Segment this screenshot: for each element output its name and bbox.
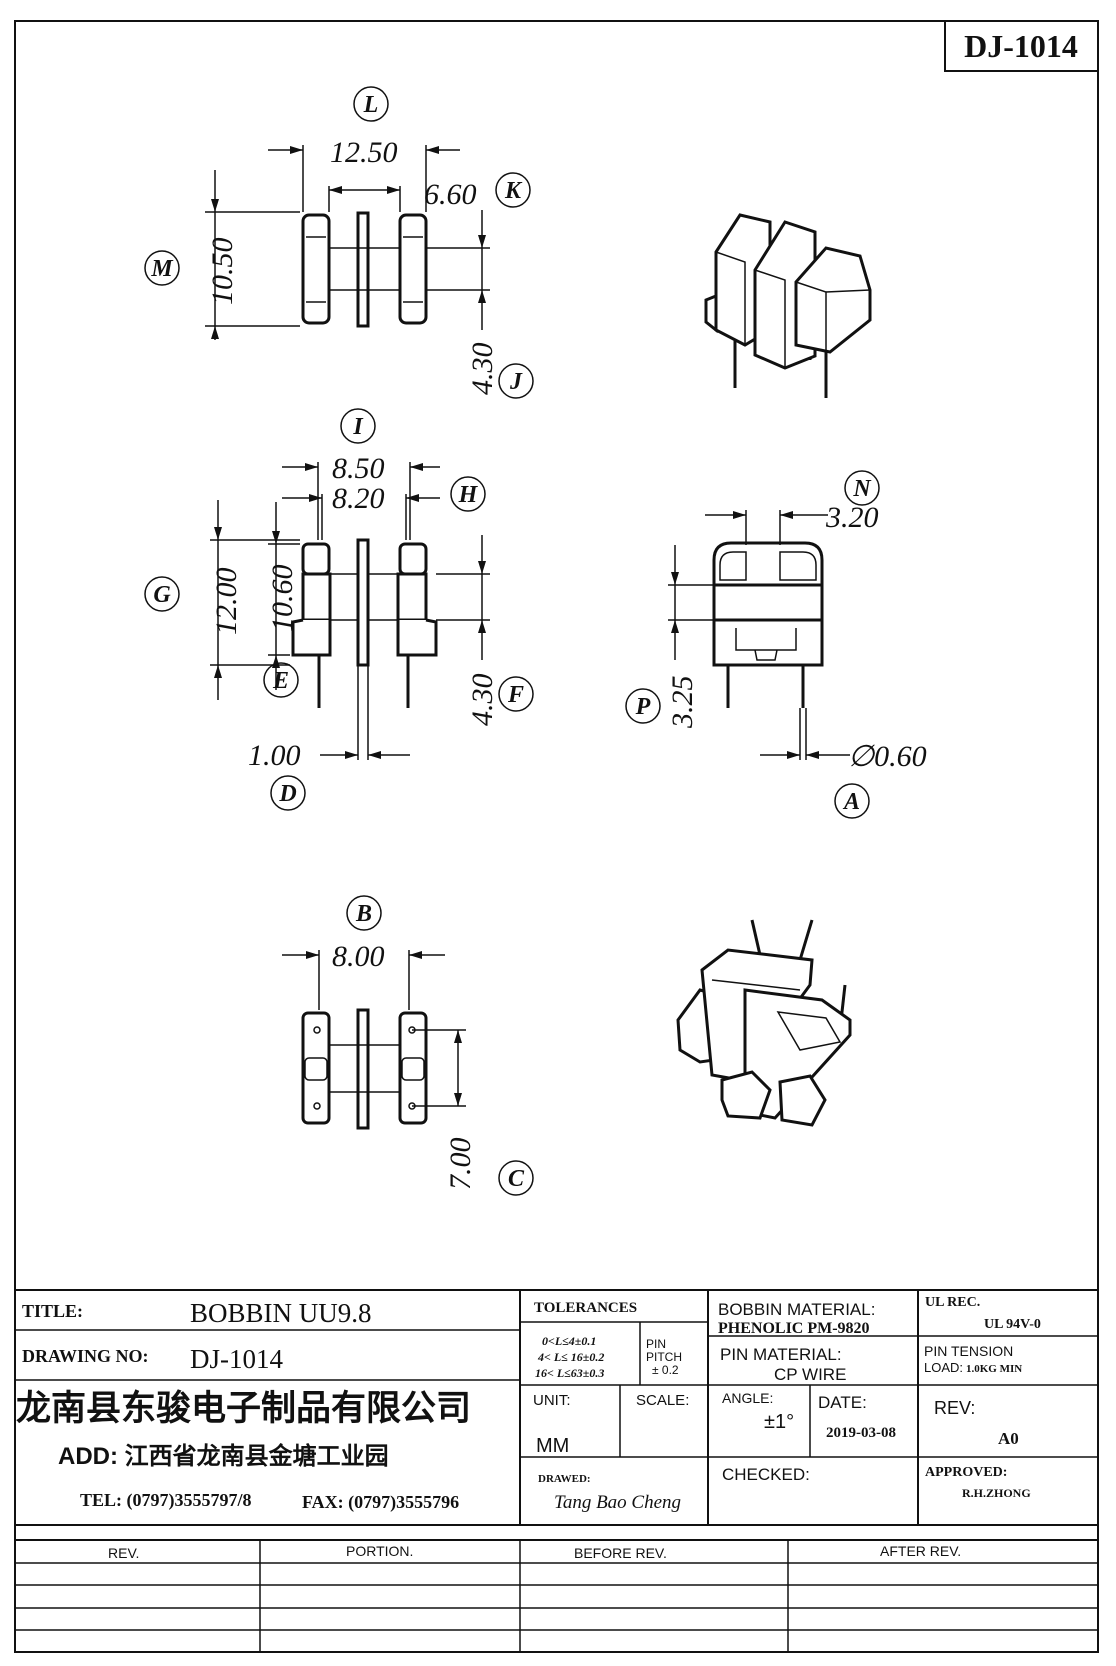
date-value: 2019-03-08 bbox=[826, 1425, 896, 1441]
bottom-view: 8.00 B 7.00 C bbox=[282, 895, 534, 1196]
dim-P-label: P bbox=[635, 694, 651, 720]
dim-D-value: 1.00 bbox=[248, 739, 301, 772]
tol-line-1: 0<L≤4±0.1 bbox=[542, 1334, 596, 1348]
bobbin-material-value: PHENOLIC PM-9820 bbox=[718, 1320, 870, 1337]
dim-P-value: 3.25 bbox=[666, 676, 699, 730]
rev-value: A0 bbox=[998, 1429, 1019, 1448]
dim-K-label: K bbox=[504, 178, 523, 204]
dim-D-label: D bbox=[278, 781, 296, 807]
drawing-code: DJ-1014 bbox=[964, 28, 1078, 64]
unit-label: UNIT: bbox=[533, 1392, 571, 1409]
pin-material-value: CP WIRE bbox=[774, 1365, 846, 1384]
company-tel: TEL: (0797)3555797/8 bbox=[80, 1490, 252, 1511]
tol-line-2: 4< L≤ 16±0.2 bbox=[537, 1350, 604, 1364]
drawn-label: DRAWED: bbox=[538, 1473, 591, 1485]
tolerances-label: TOLERANCES bbox=[534, 1300, 637, 1316]
company-name: 龙南县东骏电子制品有限公司 bbox=[16, 1388, 471, 1428]
dim-E-value: 10.60 bbox=[266, 565, 299, 633]
dim-N-value: 3.20 bbox=[825, 501, 879, 534]
isometric-view-bottom bbox=[676, 919, 852, 1127]
bobbin-material-label: BOBBIN MATERIAL: bbox=[718, 1300, 875, 1319]
unit-value: MM bbox=[536, 1435, 569, 1457]
checked-label: CHECKED: bbox=[722, 1465, 810, 1484]
dim-C-label: C bbox=[508, 1166, 525, 1192]
scale-label: SCALE: bbox=[636, 1392, 689, 1409]
date-label: DATE: bbox=[818, 1393, 867, 1412]
drawn-value: Tang Bao Cheng bbox=[554, 1492, 681, 1513]
portion-col-header: PORTION. bbox=[346, 1543, 413, 1559]
top-view-right-flange bbox=[398, 213, 428, 325]
tol-line-3: 16< L≤63±0.3 bbox=[535, 1366, 604, 1380]
approved-value: R.H.ZHONG bbox=[962, 1486, 1031, 1500]
top-view: 12.50 L 6.60 K 10.50 M 4.30 J bbox=[144, 86, 534, 399]
pin-pitch-label-2: PITCH bbox=[646, 1350, 682, 1364]
title-label: TITLE: bbox=[22, 1301, 83, 1321]
ul-label: UL REC. bbox=[925, 1295, 980, 1310]
rev-label: REV: bbox=[934, 1398, 975, 1418]
dim-F-label: F bbox=[507, 682, 524, 708]
revision-table: REV. PORTION. BEFORE REV. AFTER REV. bbox=[15, 1539, 1098, 1652]
top-view-center-wall bbox=[356, 211, 370, 328]
dim-G-label: G bbox=[153, 582, 171, 608]
dim-M-label: M bbox=[150, 256, 174, 282]
dim-J-value: 4.30 bbox=[466, 343, 499, 396]
approved-label: APPROVED: bbox=[925, 1465, 1007, 1480]
dim-J-label: J bbox=[509, 369, 523, 395]
company-address: ADD: 江西省龙南县金塘工业园 bbox=[58, 1442, 389, 1470]
pin-tension-label: PIN TENSION bbox=[924, 1343, 1013, 1359]
dim-I-label: I bbox=[352, 414, 364, 440]
dim-L-label: L bbox=[363, 92, 379, 118]
top-view-left-flange bbox=[301, 213, 331, 325]
pin-tension-value: 1.0KG MIN bbox=[966, 1363, 1022, 1375]
before-rev-col-header: BEFORE REV. bbox=[574, 1545, 667, 1561]
dim-F-value: 4.30 bbox=[466, 674, 499, 727]
dim-H-label: H bbox=[458, 482, 479, 508]
dim-N-label: N bbox=[852, 476, 872, 502]
pin-material-label: PIN MATERIAL: bbox=[720, 1345, 842, 1364]
dim-C-value: 7.00 bbox=[444, 1138, 477, 1191]
drawing-no-value: DJ-1014 bbox=[190, 1344, 283, 1374]
title-value: BOBBIN UU9.8 bbox=[190, 1298, 372, 1328]
pin-pitch-value: ± 0.2 bbox=[652, 1363, 679, 1377]
dim-G-value: 12.00 bbox=[210, 568, 243, 636]
sheet-border bbox=[14, 20, 1099, 1653]
dim-E-label: E bbox=[272, 668, 289, 694]
pin-tension-load-label: LOAD: bbox=[924, 1360, 963, 1375]
dim-I-value: 8.50 bbox=[332, 452, 385, 485]
after-rev-col-header: AFTER REV. bbox=[880, 1543, 961, 1559]
title-block: TITLE: BOBBIN UU9.8 DRAWING NO: DJ-1014 … bbox=[15, 1289, 1098, 1526]
dim-L-value: 12.50 bbox=[330, 136, 398, 169]
dim-B-value: 8.00 bbox=[332, 940, 385, 973]
drawing-no-label: DRAWING NO: bbox=[22, 1346, 149, 1366]
isometric-view-top bbox=[704, 213, 872, 398]
dim-K-value: 6.60 bbox=[424, 178, 477, 211]
dim-M-value: 10.50 bbox=[206, 238, 239, 306]
dim-A-label: A bbox=[842, 789, 860, 815]
side-view: 3.20 N 3.25 P ∅0.60 A bbox=[625, 470, 927, 819]
pin-pitch-label-1: PIN bbox=[646, 1337, 666, 1351]
angle-label: ANGLE: bbox=[722, 1390, 773, 1406]
drawing-code-box bbox=[944, 20, 1099, 72]
front-view: 8.50 I 8.20 H 12.00 G 10.60 E 4.30 F 1.0… bbox=[144, 408, 534, 811]
ul-value: UL 94V-0 bbox=[984, 1317, 1041, 1332]
dim-H-value: 8.20 bbox=[332, 482, 385, 515]
dim-B-label: B bbox=[355, 901, 372, 927]
company-fax: FAX: (0797)3555796 bbox=[302, 1492, 459, 1513]
dim-A-value: ∅0.60 bbox=[848, 740, 927, 773]
angle-value: ±1° bbox=[764, 1411, 794, 1433]
rev-col-header: REV. bbox=[108, 1545, 139, 1561]
